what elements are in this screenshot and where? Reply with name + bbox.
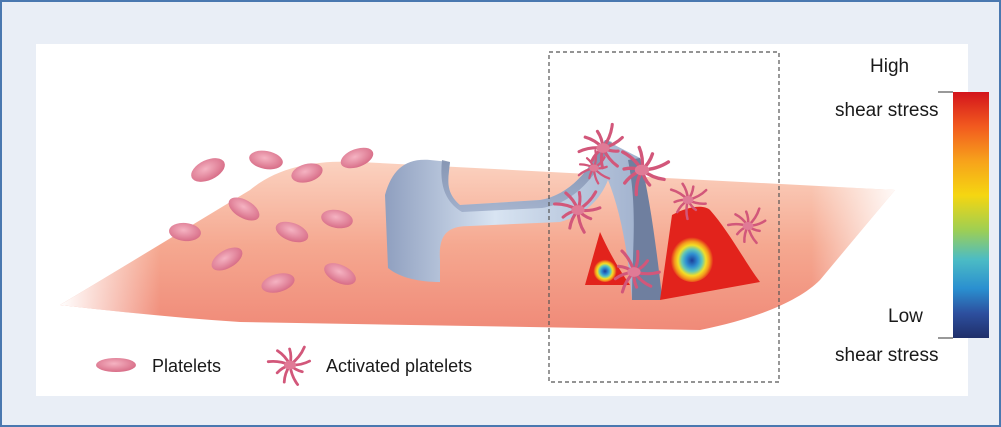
legend-activated-label: Activated platelets	[326, 356, 472, 377]
color-scale-bar	[953, 92, 989, 338]
legend-platelets-label: Platelets	[152, 356, 221, 377]
scale-high-sublabel: shear stress	[835, 100, 938, 122]
scale-high-label: High	[870, 56, 909, 78]
scale-low-sublabel: shear stress	[835, 345, 938, 367]
scale-low-label: Low	[888, 306, 923, 328]
legend-platelet-symbol	[96, 358, 136, 372]
